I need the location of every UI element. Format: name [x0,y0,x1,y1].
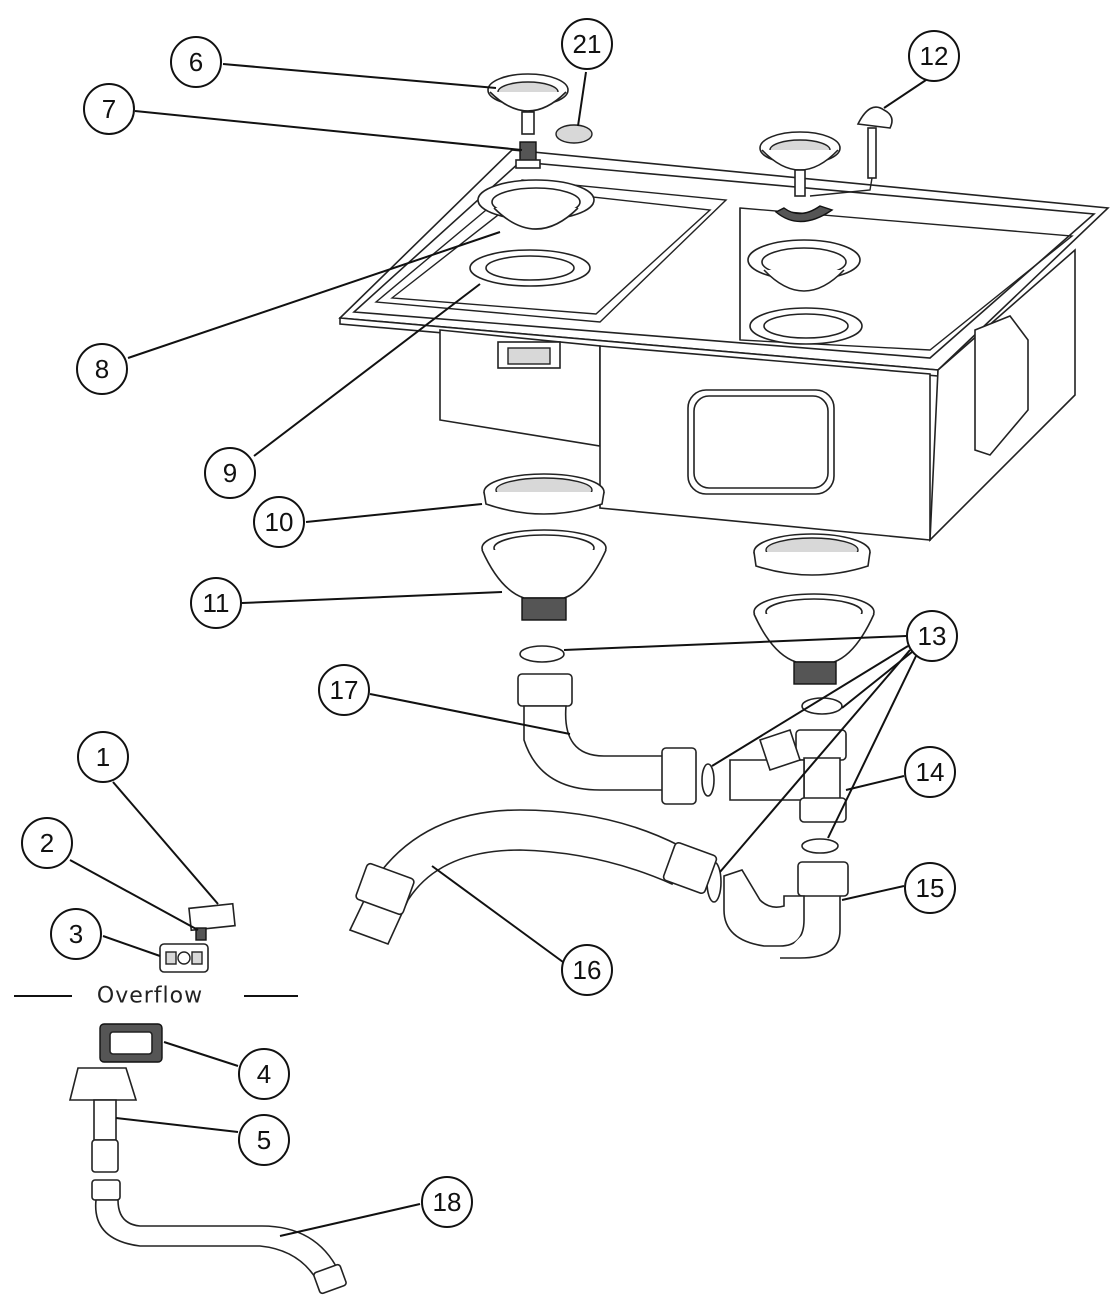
overflow-gasket [99,1023,163,1063]
svg-text:5: 5 [257,1125,271,1155]
callout-5: 5 [238,1114,290,1166]
svg-text:7: 7 [102,94,116,124]
svg-text:9: 9 [223,458,237,488]
drain-flange-left [477,179,595,230]
pop-up-knob [774,106,893,223]
connecting-pipe [517,673,697,805]
overflow-body [68,1067,138,1173]
callout-10: 10 [253,496,305,548]
svg-text:12: 12 [920,41,949,71]
callout-18: 18 [421,1176,473,1228]
leader-lines [69,63,927,1237]
strainer-basket-left [487,73,569,135]
svg-text:21: 21 [573,29,602,59]
svg-text:17: 17 [330,675,359,705]
callout-11: 11 [190,577,242,629]
svg-text:6: 6 [189,47,203,77]
callout-9: 9 [204,447,256,499]
gasket-left [469,249,591,287]
svg-text:10: 10 [265,507,294,537]
callout-4: 4 [238,1048,290,1100]
callout-21: 21 [561,18,613,70]
u-trap [723,861,849,959]
svg-text:14: 14 [916,757,945,787]
callout-8: 8 [76,343,128,395]
t-connector [729,728,847,823]
plug-cap [555,124,593,144]
callout-1: 1 [77,731,129,783]
callout-15: 15 [904,862,956,914]
svg-text:3: 3 [69,919,83,949]
svg-text:16: 16 [573,955,602,985]
gasket-right [749,307,863,345]
underside-ring-left [483,473,605,515]
double-bowl-sink [338,149,1110,543]
strainer-basket-right [759,131,841,197]
svg-text:13: 13 [918,621,947,651]
svg-text:15: 15 [916,873,945,903]
svg-text:18: 18 [433,1187,462,1217]
svg-text:8: 8 [95,354,109,384]
overflow-hose [91,1179,347,1295]
callout-13: 13 [906,610,958,662]
overflow-screw [195,927,207,941]
center-screw [515,141,541,169]
svg-text:1: 1 [96,742,110,772]
overflow-face-plate [159,943,209,973]
drain-hose [348,809,718,946]
callout-6: 6 [170,36,222,88]
overflow-cover [188,902,236,932]
callout-14: 14 [904,746,956,798]
callout-17: 17 [318,664,370,716]
callout-16: 16 [561,944,613,996]
callout-7: 7 [83,83,135,135]
callout-3: 3 [50,908,102,960]
drain-body-right [753,593,875,685]
overflow-section-label: Overflow [97,984,203,1009]
svg-text:11: 11 [203,588,230,618]
drain-flange-right [747,239,861,292]
underside-ring-right [753,533,871,576]
svg-text:4: 4 [257,1059,271,1089]
drain-body-left [481,529,607,621]
svg-text:2: 2 [40,828,54,858]
callout-12: 12 [908,30,960,82]
callout-2: 2 [21,817,73,869]
